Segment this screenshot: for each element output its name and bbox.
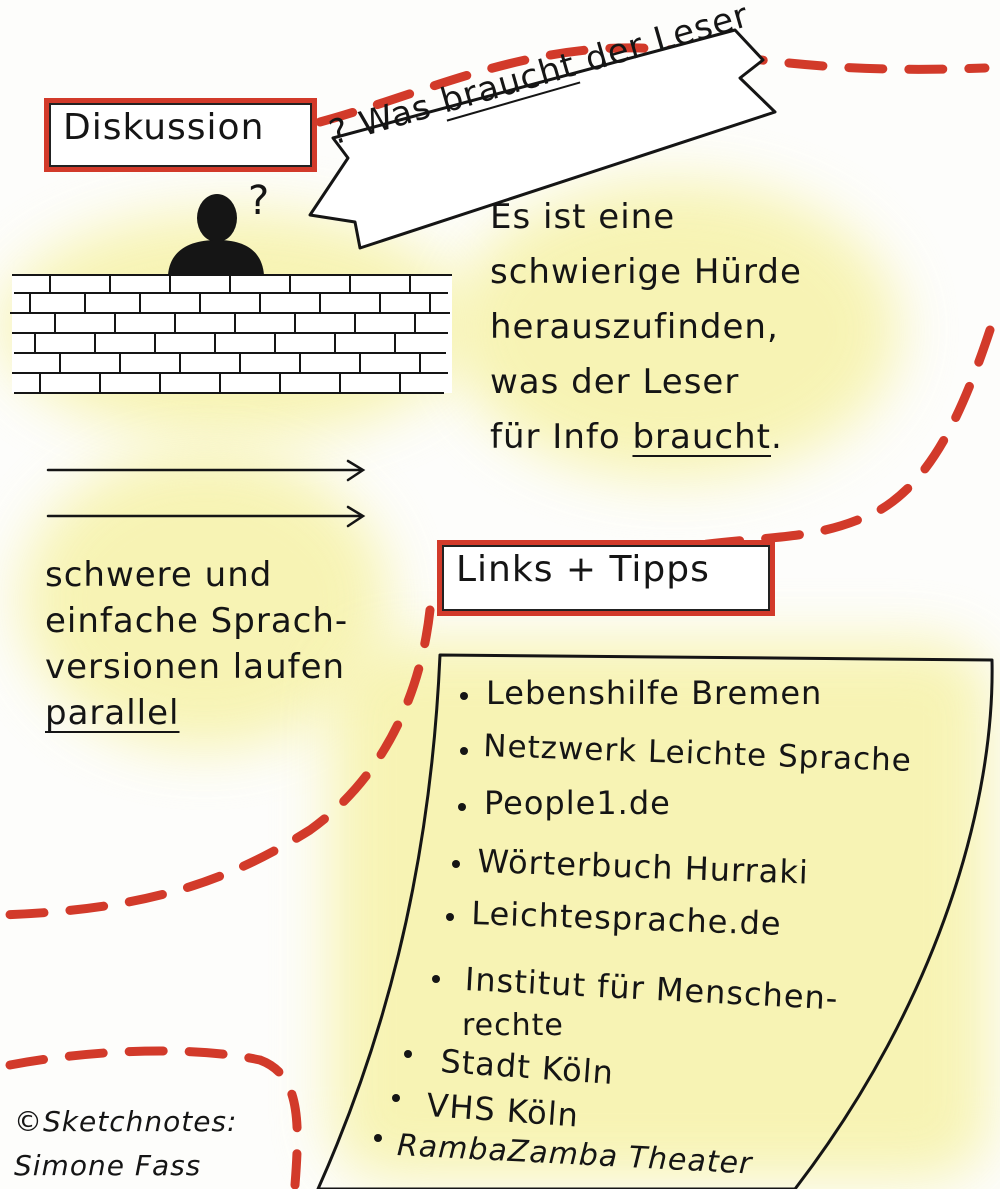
hurdle-line-5-text: für Info: [490, 417, 621, 457]
bullet-dot: [404, 1050, 412, 1058]
arrow-banner-outline: [308, 28, 777, 250]
bullet-dot: [374, 1134, 382, 1142]
hurdle-braucht: braucht: [632, 417, 771, 457]
links-title: Links + Tipps: [456, 549, 710, 590]
parallel-line-3: versionen laufen: [45, 647, 346, 687]
bullet-dot: [446, 913, 454, 921]
parallel-arrows-drawing: [46, 459, 366, 528]
bullet-dot: [458, 803, 466, 811]
parallel-text-block: schwere und einfache Sprach- versionen l…: [45, 552, 348, 736]
link-item-people1[interactable]: People1.de: [484, 784, 671, 822]
hurdle-line-1: Es ist eine: [490, 197, 676, 237]
dashed-route-top: [315, 43, 990, 127]
link-item-institut-cont[interactable]: rechte: [462, 1008, 564, 1043]
hurdle-period: .: [771, 417, 783, 457]
hurdle-text-block: Es ist eine schwierige Hürde herauszufin…: [490, 190, 802, 465]
title-box: Diskussion: [44, 98, 317, 172]
parallel-line-2: einfache Sprach-: [45, 601, 349, 641]
credit-line-1: ©Sketchnotes:: [14, 1105, 238, 1138]
links-title-box: Links + Tipps: [437, 540, 775, 616]
bullet-dot: [460, 692, 468, 700]
hurdle-line-3: herauszufinden,: [490, 307, 779, 347]
dashed-route-middle: [695, 325, 995, 550]
hurdle-line-5: für Info braucht.: [490, 410, 802, 465]
brick-wall-drawing: [10, 274, 452, 394]
highlight-parallel: [20, 450, 390, 750]
hurdle-line-2: schwierige Hürde: [490, 252, 802, 292]
hurdle-line-4: was der Leser: [490, 362, 740, 402]
highlight-hurdle: [450, 180, 900, 480]
person-question-mark: ?: [248, 178, 271, 224]
bullet-dot: [460, 747, 468, 755]
credit-line-2: Simone Fass: [14, 1149, 202, 1182]
bullet-dot: [432, 975, 440, 983]
person-silhouette-icon: [168, 194, 264, 275]
credit-block: ©Sketchnotes: Simone Fass: [14, 1100, 237, 1188]
parallel-underlined-word: parallel: [45, 693, 180, 733]
page-title: Diskussion: [63, 107, 265, 148]
bullet-dot: [452, 860, 460, 868]
parallel-line-1: schwere und: [45, 555, 273, 595]
bullet-dot: [392, 1094, 400, 1102]
dashed-route-lower: [0, 605, 435, 920]
highlight-links: [330, 640, 990, 1180]
link-item-lebenshilfe[interactable]: Lebenshilfe Bremen: [486, 674, 823, 712]
dashed-route-credit: [5, 1046, 302, 1189]
